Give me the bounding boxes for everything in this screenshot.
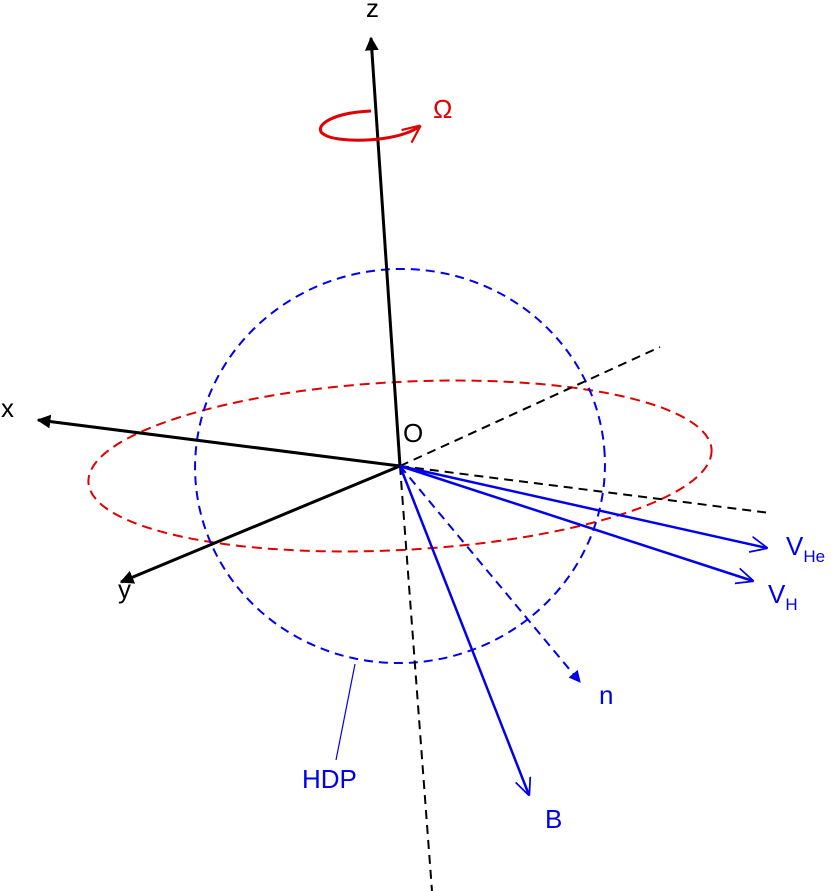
v-he-label-main: V: [786, 531, 804, 561]
b-vector: [398, 465, 529, 795]
v-he-label: VHe: [786, 531, 825, 566]
hdp-leader-line: [335, 663, 356, 761]
y-axis-label: y: [118, 574, 131, 604]
rotation-arrow-icon: [318, 109, 420, 140]
v-h-vector: [399, 464, 753, 581]
n-label: n: [599, 680, 613, 710]
dashed-extension-right: [399, 465, 771, 514]
origin-label: O: [403, 418, 423, 448]
dashed-extension-upper-right: [399, 346, 661, 467]
hdp-plane-ellipse: [194, 267, 606, 665]
rotation-label: Ω: [433, 94, 452, 124]
hdp-label: HDP: [302, 764, 357, 794]
v-h-label-main: V: [768, 579, 786, 609]
v-h-label-sub: H: [785, 595, 797, 614]
v-he-vector: [399, 464, 767, 548]
y-axis: [119, 464, 401, 584]
dashed-extension-down: [399, 465, 433, 891]
n-vector: [399, 465, 581, 683]
x-axis-label: x: [1, 393, 14, 423]
z-axis-label: z: [366, 0, 379, 23]
v-h-label: VH: [768, 579, 798, 614]
x-axis: [36, 414, 401, 468]
z-axis: [364, 36, 402, 467]
v-he-label-sub: He: [803, 547, 825, 566]
b-label: B: [545, 804, 562, 834]
